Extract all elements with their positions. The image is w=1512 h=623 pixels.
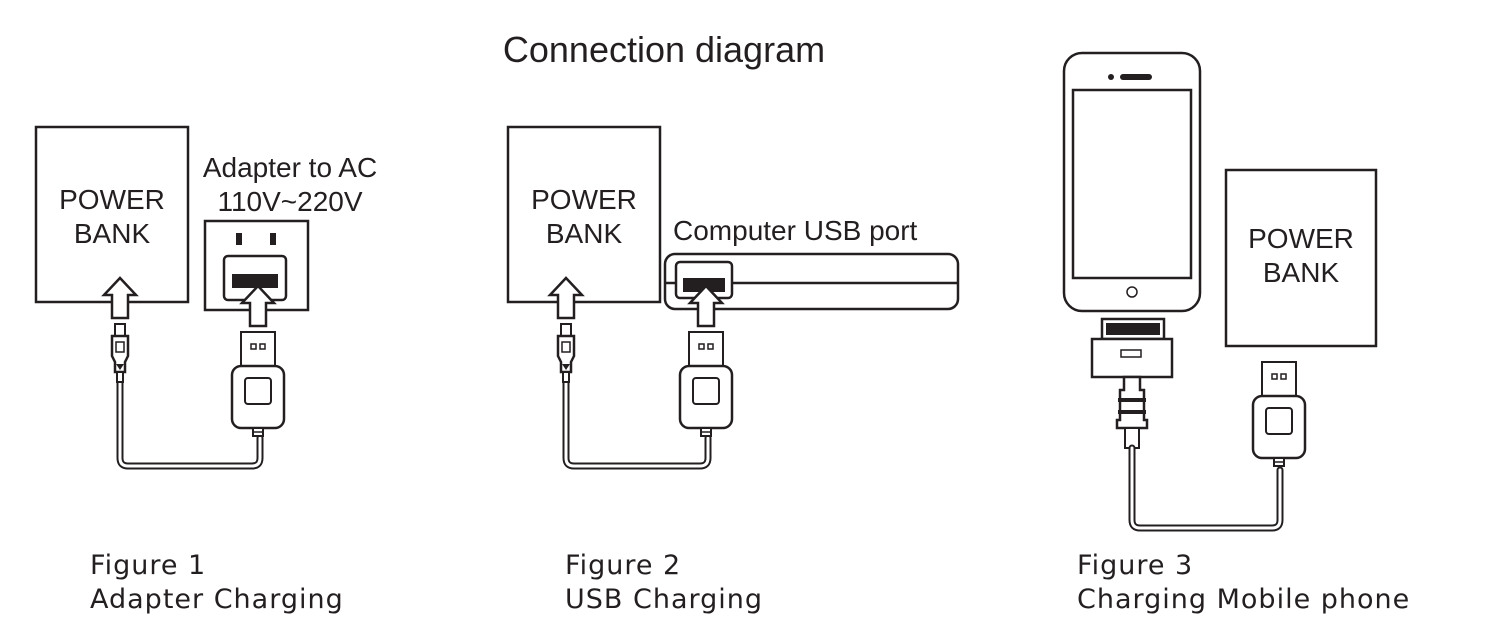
power-bank-label-line1: POWER [59, 184, 165, 215]
figure-2: POWER BANK Computer USB port Figure 2 US… [506, 125, 960, 615]
usb-plug-icon [1251, 360, 1307, 468]
power-bank-box [1224, 168, 1378, 348]
computer-usb-port-label: Computer USB port [673, 215, 918, 246]
laptop-usb-port-icon [663, 252, 960, 311]
figure-3-caption-title: Charging Mobile phone [1077, 584, 1410, 615]
power-bank-label-line1: POWER [1248, 223, 1354, 254]
power-bank-box [34, 125, 190, 304]
figure-3: POWER BANK Figure 3 Charging Mobile phon… [1062, 51, 1410, 615]
figure-2-caption-number: Figure 2 [565, 550, 681, 581]
figure-2-caption-title: USB Charging [565, 584, 763, 615]
micro-usb-plug-icon [556, 322, 576, 384]
dock-connector-plug-icon [1090, 317, 1174, 449]
micro-usb-plug-icon [110, 322, 130, 384]
adapter-label-line2: 110V~220V [217, 186, 362, 217]
power-bank-box [506, 125, 662, 304]
mobile-phone-icon [1062, 51, 1202, 313]
power-bank-label-line2: BANK [74, 218, 151, 249]
usb-plug-icon [678, 330, 734, 438]
figure-1: POWER BANK Adapter to AC 110V~220V Figur… [34, 125, 377, 615]
figure-1-caption-title: Adapter Charging [90, 584, 344, 615]
figure-3-caption-number: Figure 3 [1077, 550, 1193, 581]
power-bank-label-line2: BANK [1263, 257, 1340, 288]
usb-plug-icon [230, 330, 286, 438]
adapter-label-line1: Adapter to AC [203, 152, 377, 183]
figure-1-caption-number: Figure 1 [90, 550, 206, 581]
power-bank-label-line2: BANK [546, 218, 623, 249]
diagram-title: Connection diagram [503, 29, 825, 70]
power-bank-label-line1: POWER [531, 184, 637, 215]
